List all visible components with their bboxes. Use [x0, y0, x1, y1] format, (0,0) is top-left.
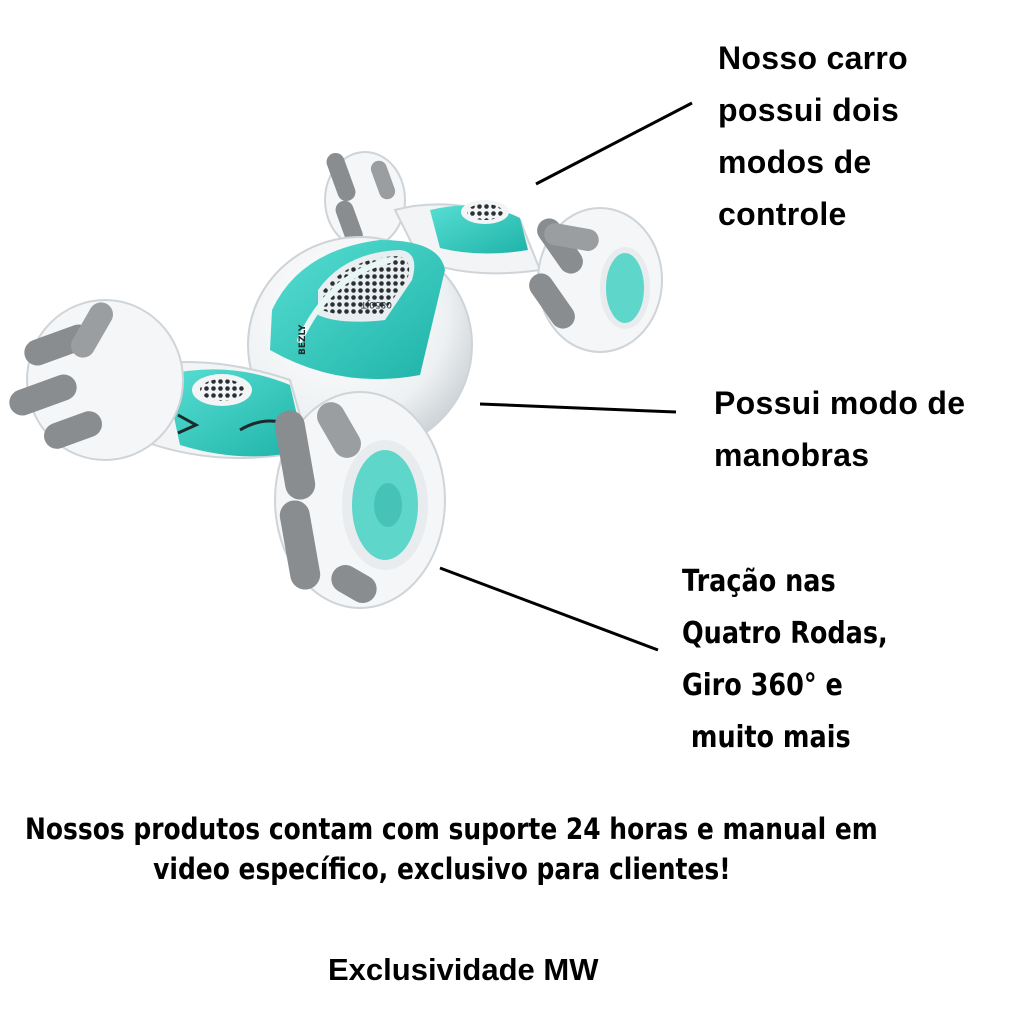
- callout-line: Possui modo de: [714, 385, 966, 421]
- callout-traction: Tração nas Quatro Rodas, Giro 360° e mui…: [682, 556, 888, 764]
- callout-line: modos de: [718, 144, 872, 180]
- pointer-line-maneuver-mode: [479, 402, 677, 414]
- callout-line: Nosso carro: [718, 40, 909, 76]
- callout-line: possui dois: [718, 92, 900, 128]
- callout-line: Tração nas: [682, 564, 836, 599]
- pointer-line-control-modes: [535, 101, 693, 186]
- support-line: Nossos produtos contam com suporte 24 ho…: [25, 812, 878, 846]
- body-model-label: 0850JT: [360, 299, 392, 309]
- callout-control-modes: Nosso carro possui dois modos de control…: [718, 32, 908, 240]
- callout-line: Quatro Rodas,: [682, 616, 888, 651]
- front-right-wheel: [529, 207, 663, 353]
- car-body: 0850JT BEZLY: [247, 236, 473, 454]
- brand-tagline: Exclusividade MW: [328, 952, 599, 987]
- callout-line: controle: [718, 196, 847, 232]
- support-line: video específico, exclusivo para cliente…: [153, 852, 731, 886]
- support-message: Nossos produtos contam com suporte 24 ho…: [25, 809, 878, 889]
- product-image: 0850JT BEZLY: [0, 140, 700, 620]
- body-brand-label: BEZLY: [298, 324, 308, 355]
- callout-line: Giro 360° e: [682, 668, 843, 703]
- rear-right-wheel: [324, 151, 406, 249]
- pointer-line-traction: [439, 566, 659, 652]
- callout-line: muito mais: [682, 720, 851, 755]
- callout-maneuver-mode: Possui modo de manobras: [714, 377, 965, 481]
- rear-arm: [393, 200, 542, 275]
- rc-car-illustration: 0850JT BEZLY: [9, 151, 663, 609]
- rear-left-wheel: [9, 299, 184, 461]
- front-left-wheel: [274, 391, 446, 609]
- callout-line: manobras: [714, 437, 870, 473]
